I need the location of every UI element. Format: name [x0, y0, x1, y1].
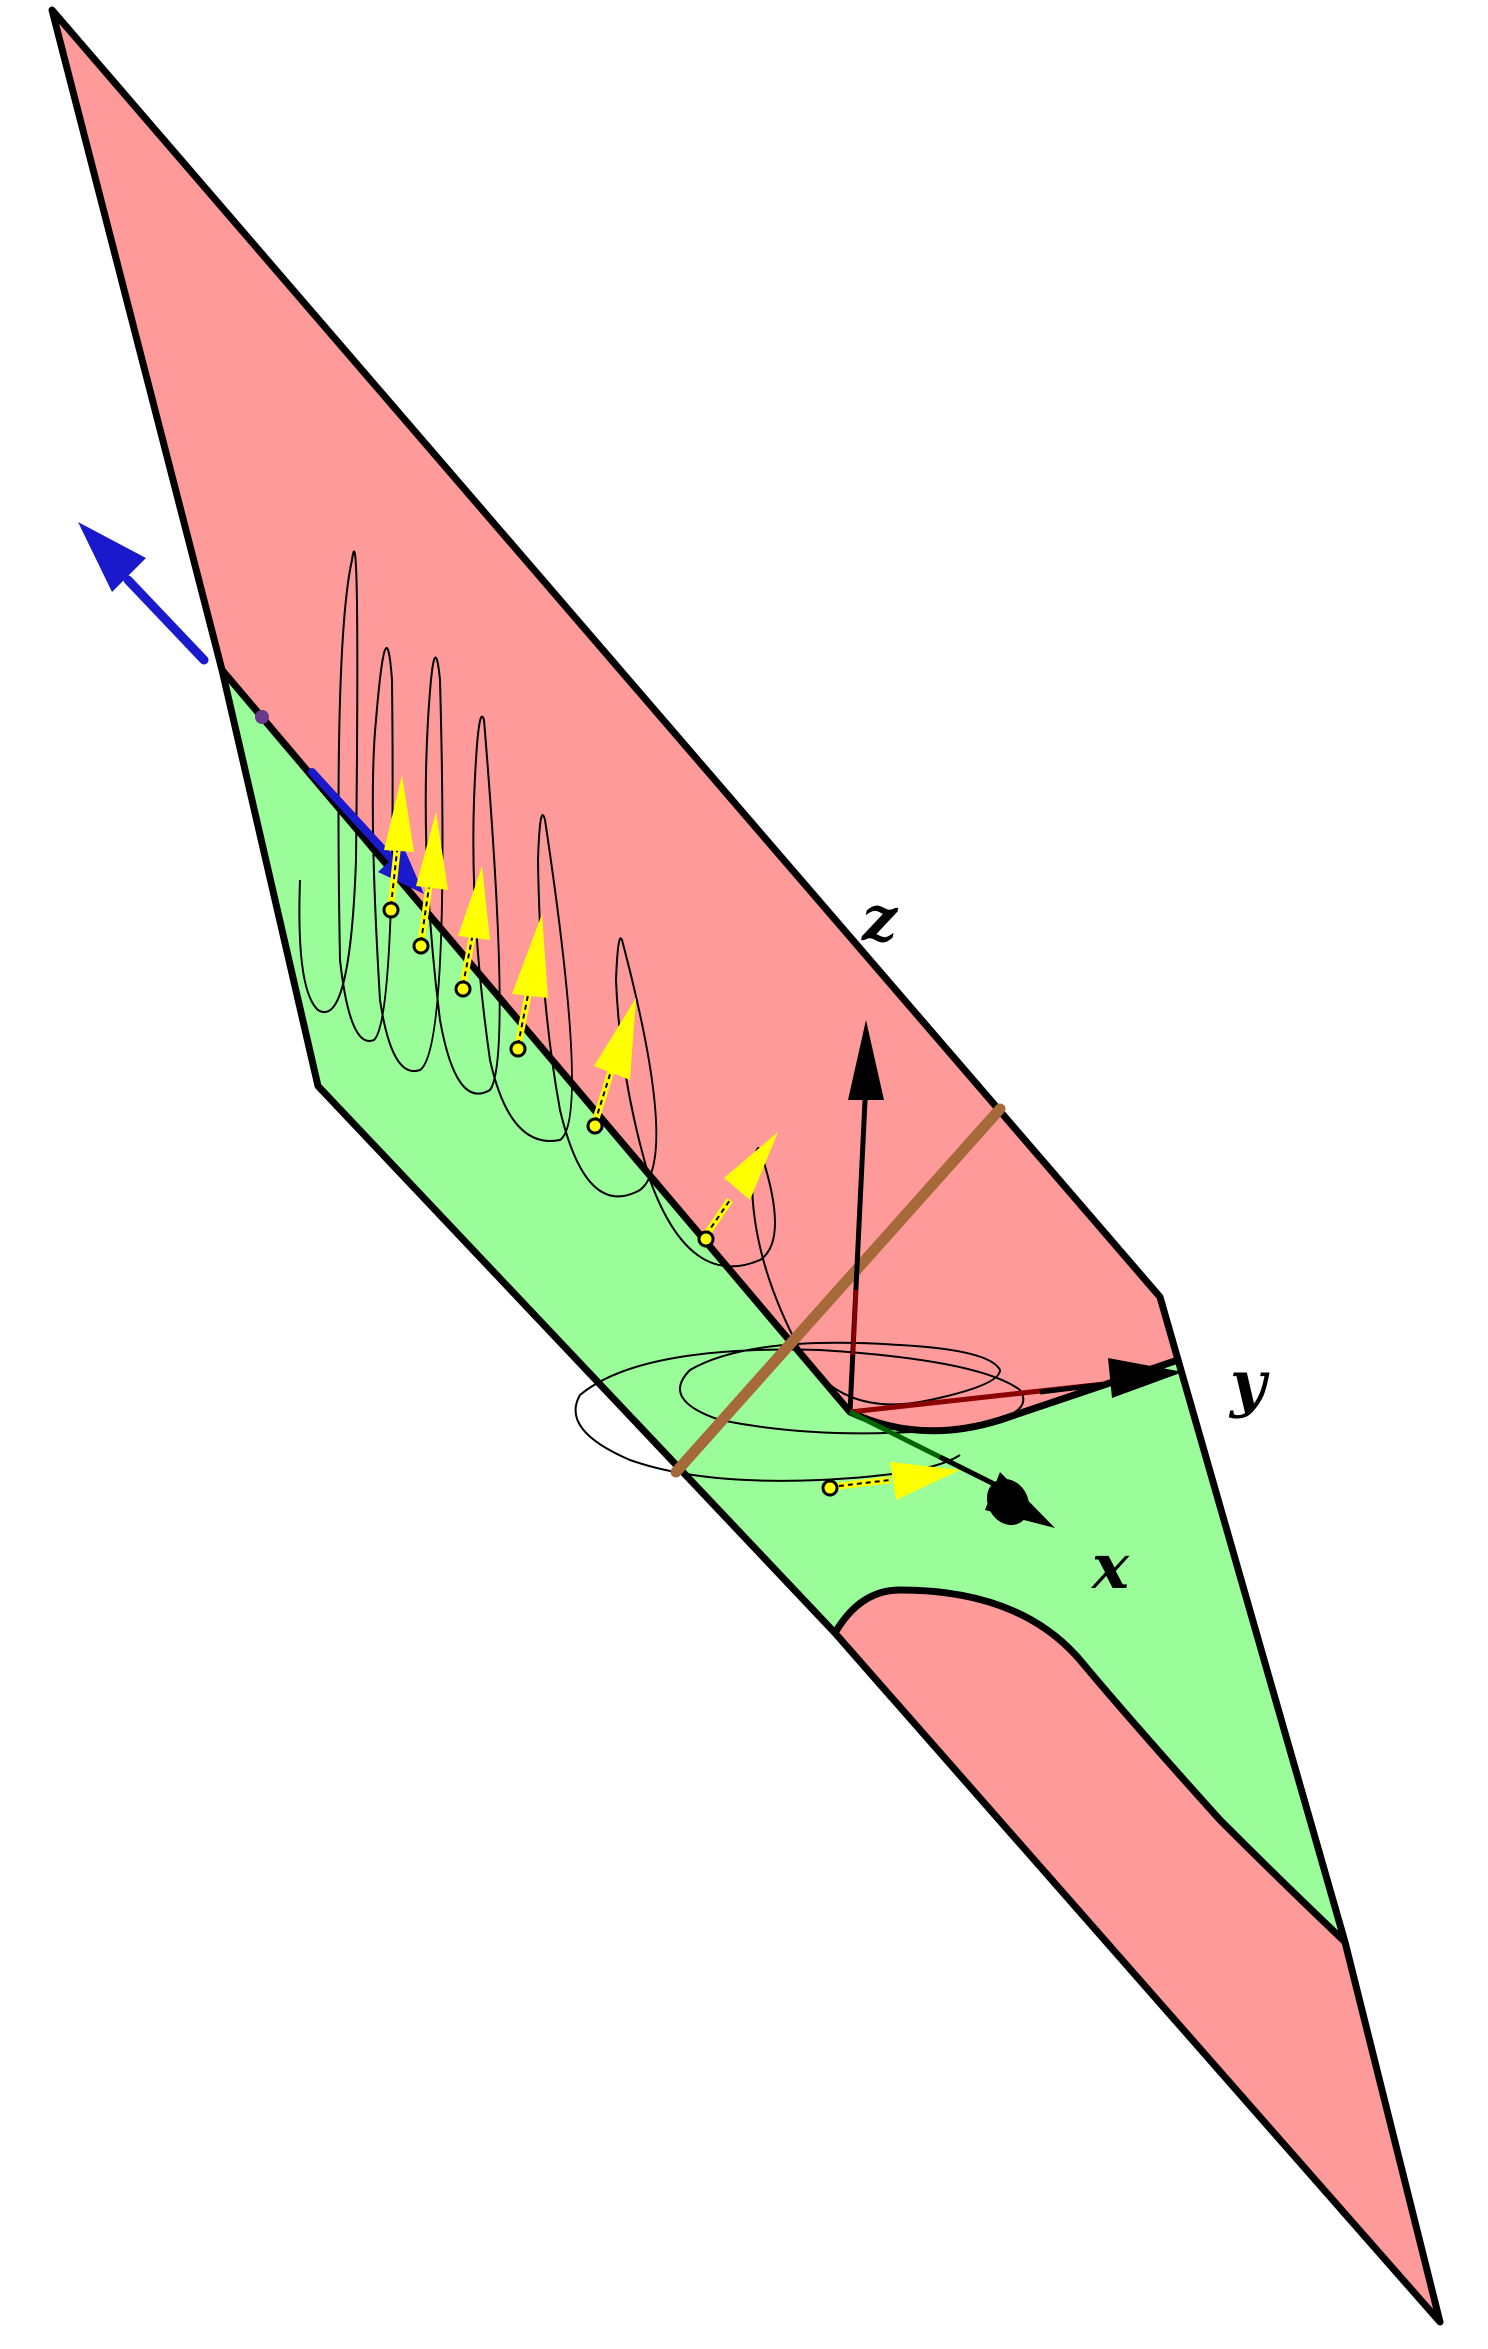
tangent-arrow-icon: [594, 998, 636, 1080]
upper-red-region: [52, 10, 1178, 1430]
axis-label-y: y: [1228, 1347, 1270, 1420]
tangent-vector: [382, 775, 414, 919]
tangent-arrow-icon: [512, 914, 548, 998]
tangent-arrow-icon: [416, 812, 448, 890]
green-stable-region: [222, 670, 1345, 1942]
axis-label-z: z: [861, 882, 899, 955]
axis-x-arrow-cap: [986, 1478, 1030, 1526]
axis-z-arrow-icon: [848, 1020, 884, 1100]
trajectory-curve: [298, 550, 1025, 1482]
tangent-arrow-icon: [458, 866, 490, 940]
normal-vector-lower-line: [308, 768, 404, 872]
normal-vector-base-point: [255, 710, 269, 724]
axis-z-line: [847, 1079, 869, 1413]
tangent-vector: [454, 866, 490, 998]
tangent-vectors: [382, 775, 960, 1500]
coordinate-axes: z y x: [847, 882, 1270, 1603]
tangent-vector: [412, 812, 448, 955]
normal-vector-arrow-icon: [78, 522, 146, 592]
tangent-vector: [509, 914, 548, 1058]
brown-line: [670, 1103, 1006, 1478]
axis-label-x: x: [1090, 1530, 1130, 1603]
axis-z-stub: [851, 1289, 858, 1356]
axis-y-arrow-icon: [1108, 1358, 1183, 1398]
tangent-arrow-icon: [384, 775, 414, 852]
normal-vector-lower-arrow-icon: [378, 848, 424, 894]
normal-vector: [78, 522, 424, 894]
tangent-vector: [586, 998, 636, 1135]
tangent-vector: [821, 1462, 960, 1500]
tangent-arrow-icon: [724, 1132, 778, 1200]
tangent-vector: [697, 1132, 778, 1248]
normal-vector-line: [123, 575, 209, 665]
lower-red-region: [835, 1590, 1440, 2322]
tangent-arrow-icon: [890, 1462, 960, 1500]
